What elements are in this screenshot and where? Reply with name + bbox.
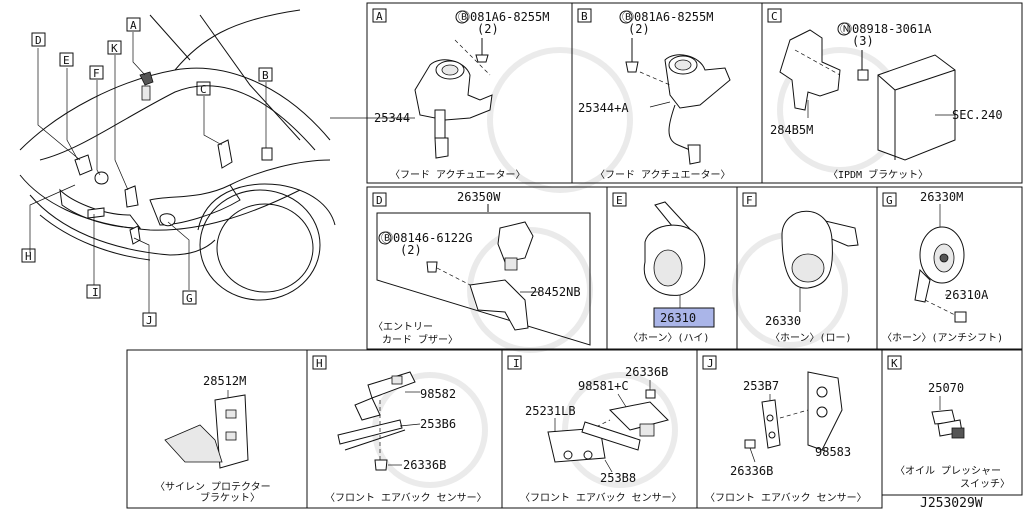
svg-text:B: B — [581, 10, 588, 23]
part-number-25344[interactable]: 25344 — [374, 111, 410, 125]
part-number-98582[interactable]: 98582 — [420, 387, 456, 401]
svg-text:K: K — [891, 357, 898, 370]
svg-text:〈ホーン〉(ハイ): 〈ホーン〉(ハイ) — [628, 332, 709, 344]
svg-text:D: D — [376, 194, 383, 207]
overview-label-e: E — [63, 54, 70, 67]
overview-label-f: F — [93, 67, 100, 80]
svg-text:E: E — [616, 194, 623, 207]
panel-f-horn-low: 26330 〈ホーン〉(ロー) — [765, 210, 859, 344]
svg-text:J: J — [707, 357, 714, 370]
overview-label-g: G — [186, 292, 193, 305]
part-number-26310a[interactable]: 26310A — [945, 288, 989, 302]
part-number-25070[interactable]: 25070 — [928, 381, 964, 395]
overview-label-b: B — [262, 69, 269, 82]
part-number-25344-a[interactable]: 25344+A — [578, 101, 629, 115]
bolt-part-number[interactable]: Ⓑ081A6-8255M — [458, 10, 549, 24]
panel-i-front-airbag-sensor: 26336B 98581+C 25231LB 253B8 〈フロント エアバック… — [520, 365, 682, 504]
panel-key-a: A — [372, 8, 387, 23]
panel-c-ipdm-bracket: Ⓝ08918-3061A (3) SEC.240 284B5M 〈IPDM ブラ… — [770, 22, 1003, 181]
svg-text:(3): (3) — [852, 34, 874, 48]
overview-label-d: D — [35, 34, 42, 47]
part-number-253b8[interactable]: 253B8 — [600, 471, 636, 485]
bolt-part-number-b[interactable]: Ⓑ081A6-8255M — [622, 10, 713, 24]
svg-text:〈フード アクチュエーター〉: 〈フード アクチュエーター〉 — [595, 169, 731, 181]
overview-label-i: I — [92, 286, 99, 299]
panel-h-front-airbag-sensor: 98582 253B6 26336B 〈フロント エアバック センサー〉 — [325, 371, 487, 504]
vehicle-overview-drawing: D E F K A C B H I J G — [19, 9, 336, 327]
svg-text:I: I — [513, 357, 520, 370]
panel-key-b: B — [577, 8, 592, 23]
svg-text:〈オイル プレッシャー: 〈オイル プレッシャー — [895, 465, 1001, 477]
diagram-code: J253029W — [920, 496, 983, 511]
part-number-25231lb[interactable]: 25231LB — [525, 404, 576, 418]
part-number-26336b-h[interactable]: 26336B — [403, 458, 446, 472]
part-number-28452nb[interactable]: 28452NB — [530, 285, 581, 299]
svg-text:スイッチ〉: スイッチ〉 — [960, 478, 1010, 490]
svg-text:(2): (2) — [477, 22, 499, 36]
panel-frames — [126, 2, 1023, 509]
panel-b-hood-actuator: Ⓑ081A6-8255M (2) 25344+A 〈フード アクチュエーター〉 — [578, 10, 731, 181]
svg-text:F: F — [746, 194, 753, 207]
svg-text:〈フード アクチュエーター〉: 〈フード アクチュエーター〉 — [390, 169, 526, 181]
svg-text:(2): (2) — [400, 243, 422, 257]
panel-g-horn-anti-theft: 26330M 26310A 〈ホーン〉(アンチシフト) — [882, 190, 1003, 344]
panel-k-oil-pressure-switch: 25070 〈オイル プレッシャー スイッチ〉 — [895, 381, 1010, 490]
panel-key-d: D — [372, 192, 387, 207]
panel-a-hood-actuator: Ⓑ081A6-8255M (2) 25344 〈フード アクチュエーター〉 — [330, 10, 549, 181]
svg-text:〈IPDM ブラケット〉: 〈IPDM ブラケット〉 — [828, 168, 928, 181]
panel-key-e: E — [612, 192, 627, 207]
highlighted-part-box[interactable] — [653, 307, 715, 328]
svg-text:H: H — [316, 357, 323, 370]
nut-part-number[interactable]: Ⓝ08918-3061A — [840, 22, 932, 36]
panel-siren-bracket: 28512M 〈サイレン プロテクター ブラケット〉 — [155, 374, 271, 504]
svg-text:ブラケット〉: ブラケット〉 — [200, 491, 260, 504]
panel-d-entry-buzzer: 26350W Ⓑ08146-6122G (2) 28452NB 〈エントリー カ… — [373, 190, 591, 346]
svg-text:カード ブザー〉: カード ブザー〉 — [382, 333, 458, 346]
part-number-284b5m[interactable]: 284B5M — [770, 123, 813, 137]
svg-text:〈サイレン プロテクター: 〈サイレン プロテクター — [155, 481, 271, 493]
bolt-part-number-d[interactable]: Ⓑ08146-6122G — [381, 231, 472, 245]
svg-text:A: A — [376, 10, 383, 23]
overview-label-h: H — [25, 250, 32, 263]
overview-label-j: J — [146, 314, 153, 327]
svg-text:〈フロント エアバック センサー〉: 〈フロント エアバック センサー〉 — [705, 492, 867, 504]
svg-text:G: G — [886, 194, 893, 207]
svg-text:〈ホーン〉(アンチシフト): 〈ホーン〉(アンチシフト) — [882, 332, 1003, 344]
panel-key-f: F — [742, 192, 757, 207]
overview-label-c: C — [200, 83, 207, 96]
svg-text:C: C — [771, 10, 778, 23]
svg-text:〈フロント エアバック センサー〉: 〈フロント エアバック センサー〉 — [520, 492, 682, 504]
panel-key-c: C — [767, 8, 782, 23]
panel-e-horn-high: 26310 〈ホーン〉(ハイ) — [628, 201, 715, 344]
svg-text:〈フロント エアバック センサー〉: 〈フロント エアバック センサー〉 — [325, 492, 487, 504]
part-number-26330[interactable]: 26330 — [765, 314, 801, 328]
part-number-26336b-i[interactable]: 26336B — [625, 365, 668, 379]
panel-key-j: J — [702, 355, 717, 370]
overview-label-k: K — [111, 42, 118, 55]
part-number-26310[interactable]: 26310 — [660, 311, 696, 325]
overview-label-a: A — [130, 19, 137, 32]
svg-text:(2): (2) — [628, 22, 650, 36]
part-number-98583[interactable]: 98583 — [815, 445, 851, 459]
svg-text:〈ホーン〉(ロー): 〈ホーン〉(ロー) — [770, 332, 852, 344]
part-number-28512m[interactable]: 28512M — [203, 374, 246, 388]
part-number-26350w[interactable]: 26350W — [457, 190, 501, 204]
svg-text:〈エントリー: 〈エントリー — [373, 321, 433, 333]
panel-key-h: H — [312, 355, 327, 370]
panel-key-g: G — [882, 192, 897, 207]
part-number-98581-c[interactable]: 98581+C — [578, 379, 629, 393]
panel-key-k: K — [887, 355, 902, 370]
panel-key-i: I — [507, 355, 522, 370]
part-number-sec240[interactable]: SEC.240 — [952, 108, 1003, 122]
part-number-26336b-j[interactable]: 26336B — [730, 464, 773, 478]
part-number-26330m[interactable]: 26330M — [920, 190, 963, 204]
panel-j-front-airbag-sensor: 253B7 26336B 98583 〈フロント エアバック センサー〉 — [705, 371, 867, 504]
part-number-253b6[interactable]: 253B6 — [420, 417, 456, 431]
part-number-253b7[interactable]: 253B7 — [743, 379, 779, 393]
